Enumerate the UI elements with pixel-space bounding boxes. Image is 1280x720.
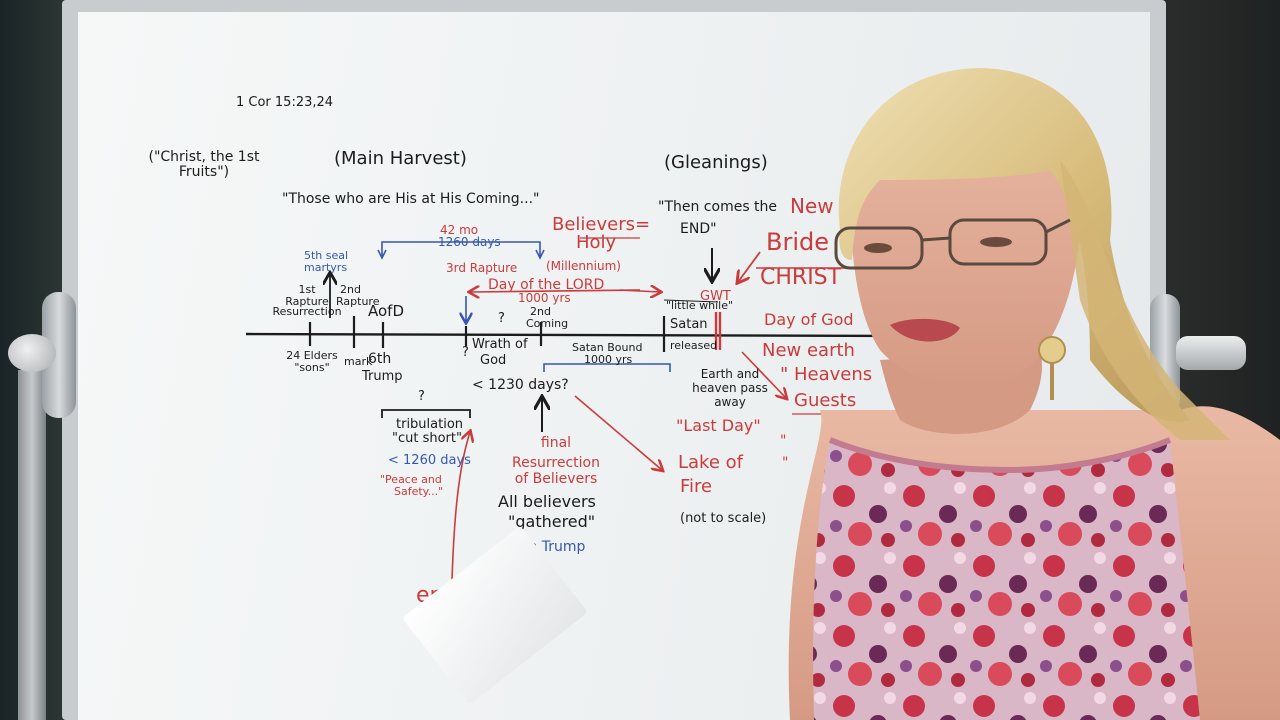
wrath-of-god-label-2: God — [480, 353, 507, 368]
scripture-reference: 1 Cor 15:23,24 — [236, 95, 334, 110]
peace-and-safety-label-1: "Peace and — [380, 473, 442, 486]
months-42-label: 42 mo — [440, 223, 479, 237]
satan-bound-label-1: Satan Bound — [572, 341, 643, 354]
christ-label: CHRIST — [760, 265, 842, 290]
little-while-label: "little while" — [666, 299, 734, 312]
timeline-ticks — [308, 316, 666, 352]
satan-bound-label-2: 1000 yrs — [584, 353, 633, 366]
earth-heaven-label-1: Earth and — [700, 367, 760, 381]
final-resurrection-label-3: of Believers — [514, 471, 598, 487]
tribulation-label-2: "cut short" — [392, 431, 462, 446]
whiteboard-knob-left — [8, 334, 56, 372]
bride-label: Bride — [766, 228, 829, 256]
main-harvest-label: (Main Harvest) — [334, 148, 467, 169]
gwt-marks — [714, 312, 722, 350]
last-day-label: "Last Day" — [676, 416, 761, 435]
end-label: END" — [680, 221, 717, 237]
new-earth-label: New earth — [762, 340, 855, 361]
sixth-trump-label-1: 6th — [368, 351, 392, 367]
second-rapture-label-1: 2nd — [340, 283, 361, 296]
peace-and-safety-label-2: Safety..." — [394, 485, 444, 498]
fifth-seal-label-1: 5th seal — [304, 249, 349, 262]
second-coming-label-1: 2nd — [530, 305, 551, 318]
sixth-trump-label-2: Trump — [362, 369, 403, 384]
twenty-four-elders-label-1: 24 Elders — [286, 349, 338, 362]
thousand-years-label: 1000 yrs — [518, 291, 571, 305]
question-mark-3: ? — [418, 389, 425, 404]
whiteboard-knob-right — [1176, 336, 1246, 370]
new-label: New — [790, 194, 834, 218]
earth-heaven-label-3: away — [714, 395, 746, 409]
guests-label: Guests — [794, 390, 857, 411]
presenter — [788, 68, 1280, 720]
first-rapture-label-2: Rapture — [285, 295, 329, 308]
third-rapture-label: 3rd Rapture — [446, 261, 518, 275]
those-who-are-his-quote: "Those who are His at His Coming..." — [282, 191, 540, 207]
satan-released-label-2: released — [670, 339, 718, 352]
tribulation-label-1: tribulation — [396, 417, 464, 432]
believers-holy-label-2: Holy — [576, 232, 617, 253]
lake-of-fire-label-2: Fire — [680, 476, 713, 497]
fifth-seal-label-2: martyrs — [304, 261, 348, 274]
twenty-four-elders-label-2: "sons" — [294, 361, 330, 374]
first-rapture-label-1: 1st — [298, 283, 316, 296]
mark-label: mark — [344, 355, 373, 368]
gwt-label: GWT — [700, 289, 731, 304]
christ-first-fruits-label: ("Christ, the 1st Fruits") — [148, 149, 260, 180]
gleanings-label: (Gleanings) — [664, 152, 768, 173]
final-resurrection-label-1: final — [540, 435, 572, 451]
then-comes-the-quote: "Then comes the — [658, 199, 778, 215]
second-coming-label-2: Coming — [526, 317, 569, 330]
day-of-the-lord-label: Day of the LORD — [488, 277, 605, 293]
whiteboard-stand — [18, 370, 46, 720]
days-1230-label: < 1230 days? — [472, 377, 569, 393]
partial-quote-mark-1: " — [780, 433, 787, 449]
not-to-scale-label: (not to scale) — [680, 511, 767, 526]
lake-of-fire-label-1: Lake of — [678, 452, 743, 473]
believers-holy-label-1: Believers= — [552, 214, 651, 235]
second-rapture-label-2: Rapture — [336, 295, 380, 308]
final-resurrection-label-2: Resurrection — [512, 455, 600, 471]
millennium-label: (Millennium) — [546, 259, 621, 273]
day-of-god-label: Day of God — [764, 310, 854, 329]
partial-quote-mark-2: " — [782, 455, 789, 471]
heavens-label: " Heavens — [780, 364, 873, 385]
days-less-1260-label: < 1260 days — [388, 453, 471, 468]
question-mark-1: ? — [498, 311, 505, 326]
days-1260-label: 1260 days — [438, 235, 501, 249]
first-rapture-label-3: Resurrection — [272, 305, 342, 318]
all-believers-label-1: All believers — [498, 492, 596, 511]
question-mark-2: ? — [462, 345, 469, 360]
earth-heaven-label-2: heaven pass — [692, 381, 768, 395]
aofd-label: AofD — [368, 302, 405, 320]
satan-released-label-1: Satan — [670, 317, 708, 332]
all-believers-label-2: "gathered" — [508, 512, 596, 531]
wrath-of-god-label-1: Wrath of — [472, 337, 528, 352]
